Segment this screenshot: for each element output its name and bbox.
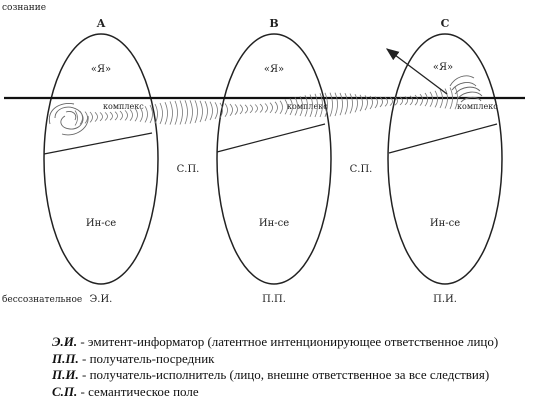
legend-row: С.П. - семантическое поле bbox=[52, 384, 522, 401]
legend: Э.И. - эмитент-информатор (латентное инт… bbox=[52, 334, 522, 400]
ellipse-a: A «Я» комплекс Ин-се Э.И. bbox=[43, 17, 159, 305]
ellipse-c-outline bbox=[387, 33, 503, 285]
ellipse-a-divider bbox=[43, 132, 153, 155]
ellipse-c-role: П.И. bbox=[433, 294, 457, 305]
complex-swirl-icon bbox=[48, 102, 89, 136]
ellipse-a-inse: Ин-се bbox=[86, 218, 116, 229]
legend-row: Э.И. - эмитент-информатор (латентное инт… bbox=[52, 334, 522, 351]
complex-transmission-waves bbox=[74, 86, 458, 126]
ellipse-b-inse: Ин-се bbox=[259, 218, 289, 229]
ellipse-a-letter: A bbox=[96, 17, 106, 30]
legend-key: Э.И. bbox=[52, 334, 78, 349]
ellipse-a-outline bbox=[43, 33, 159, 285]
legend-key: П.И. bbox=[52, 367, 79, 382]
legend-row: П.П. - получатель-посредник bbox=[52, 351, 522, 368]
legend-text: - получатель-посредник bbox=[78, 350, 215, 366]
ellipse-a-ego: «Я» bbox=[91, 64, 111, 75]
consciousness-label: сознание bbox=[2, 3, 46, 13]
emerging-swirl-icon bbox=[449, 75, 483, 103]
semantic-field-label-2: С.П. bbox=[350, 164, 373, 175]
ellipse-a-role: Э.И. bbox=[90, 294, 113, 305]
ellipse-b-letter: B bbox=[269, 17, 278, 30]
legend-text: - семантическое поле bbox=[77, 383, 199, 399]
ellipse-c-divider bbox=[388, 123, 498, 154]
legend-key: С.П. bbox=[52, 383, 78, 399]
ellipse-c: C «Я» комплекс Ин-се П.И. bbox=[387, 17, 503, 305]
ellipse-b-role: П.П. bbox=[262, 294, 286, 305]
semantic-field-label-1: С.П. bbox=[177, 164, 200, 175]
ellipse-b-ego: «Я» bbox=[264, 64, 284, 75]
ellipse-c-letter: C bbox=[441, 17, 450, 30]
legend-text: - получатель-исполнитель (лицо, внешне о… bbox=[78, 367, 490, 382]
ellipse-b: B «Я» комплекс Ин-се П.П. bbox=[216, 17, 332, 305]
ellipse-c-inse: Ин-се bbox=[430, 218, 460, 229]
ellipse-c-complex: комплекс bbox=[457, 102, 498, 111]
ellipse-c-ego: «Я» bbox=[433, 62, 453, 73]
unconscious-label: бессознательное bbox=[2, 294, 82, 305]
ellipse-b-divider bbox=[216, 123, 326, 153]
legend-key: П.П. bbox=[52, 350, 79, 366]
legend-text: - эмитент-информатор (латентное интенцио… bbox=[77, 334, 499, 349]
breakthrough-arrow-icon bbox=[385, 48, 448, 95]
ellipse-a-complex: комплекс bbox=[103, 102, 144, 111]
ellipse-b-outline bbox=[216, 33, 332, 285]
legend-row: П.И. - получатель-исполнитель (лицо, вне… bbox=[52, 367, 522, 384]
